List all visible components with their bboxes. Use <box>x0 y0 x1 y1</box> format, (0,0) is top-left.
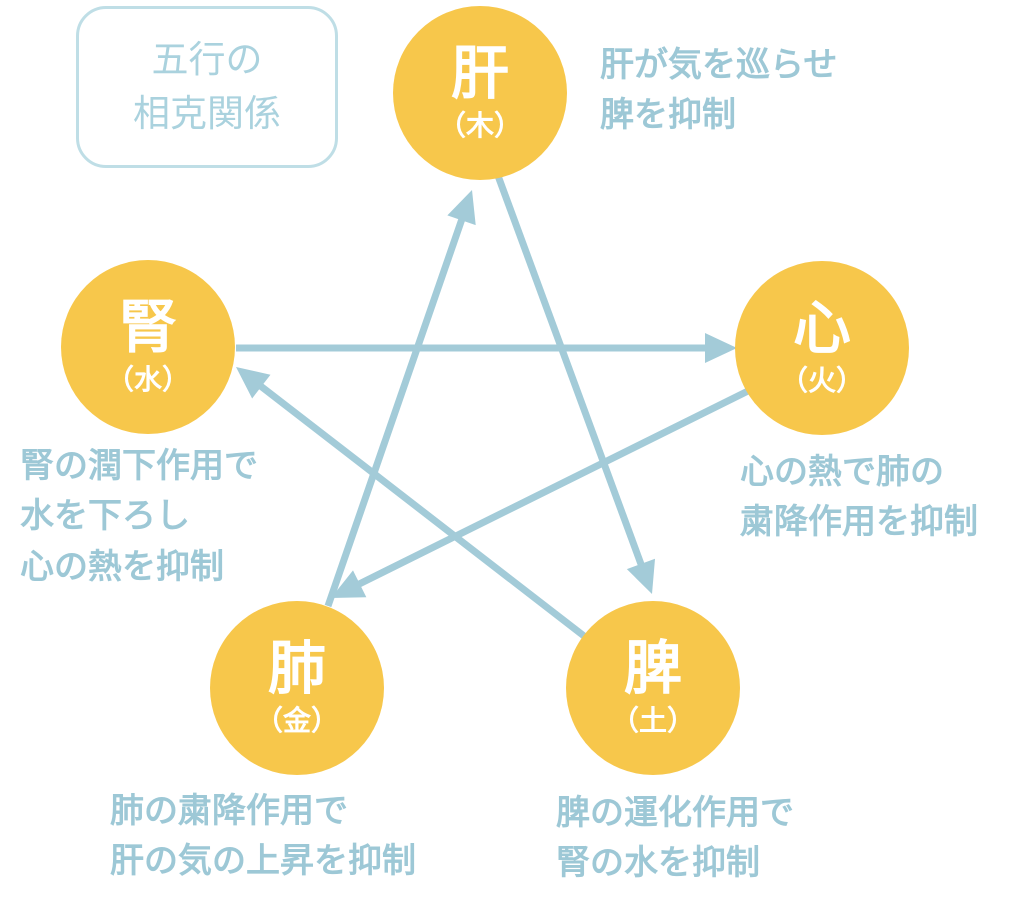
annotation-line: 心の熱で肺の <box>740 453 944 491</box>
annotation-lung-restrains-liver: 肺の粛降作用で 肝の気の上昇を抑制 <box>110 786 416 887</box>
annotation-line: 粛降作用を抑制 <box>740 503 978 542</box>
arrowhead-icon-liver-to-spleen <box>626 558 656 594</box>
arrowhead-icon-kidney-to-heart <box>705 333 737 363</box>
element-label-water: （水） <box>105 363 190 395</box>
annotation-line: 水を下ろし <box>20 497 190 536</box>
annotation-line: 肺の粛降作用で <box>110 792 348 830</box>
annotation-heart-restrains-lung: 心の熱で肺の 粛降作用を抑制 <box>740 447 978 548</box>
element-label-wood: （木） <box>437 109 522 141</box>
node-lung-metal: 肺 （金） <box>210 601 384 775</box>
annotation-liver-restrains-spleen: 肝が気を巡らせ 脾を抑制 <box>600 40 837 141</box>
diagram-title-line-2: 相克関係 <box>133 93 281 134</box>
organ-label-spleen: 脾 <box>623 635 682 701</box>
diagram-title-line-1: 五行の <box>151 39 263 81</box>
node-heart-fire: 心 （火） <box>735 261 909 435</box>
node-kidney-water: 腎 （水） <box>61 260 235 434</box>
annotation-line: 脾を抑制 <box>600 96 736 135</box>
element-label-metal: （金） <box>254 704 339 736</box>
annotation-line: 脾の運化作用で <box>556 794 794 832</box>
element-label-fire: （火） <box>779 364 864 396</box>
annotation-line: 心の熱を抑制 <box>20 547 224 586</box>
annotation-line: 肝が気を巡らせ <box>600 46 838 84</box>
organ-label-liver: 肝 <box>450 40 509 106</box>
arrow-line-heart-to-lung <box>355 386 752 589</box>
annotation-kidney-restrains-heart: 腎の潤下作用で 水を下ろし 心の熱を抑制 <box>20 441 258 592</box>
organ-label-kidney: 腎 <box>118 294 177 360</box>
annotation-line: 腎の水を抑制 <box>556 844 760 883</box>
organ-label-heart: 心 <box>792 295 851 361</box>
diagram-title-box: 五行の 相克関係 <box>76 6 338 168</box>
node-spleen-earth: 脾 （土） <box>566 601 740 775</box>
arrow-line-liver-to-spleen <box>493 171 646 568</box>
arrowhead-icon-lung-to-liver <box>447 190 476 226</box>
arrowhead-icon-heart-to-lung <box>331 570 367 598</box>
arrow-line-lung-to-liver <box>324 216 466 608</box>
organ-label-lung: 肺 <box>267 635 326 701</box>
arrowhead-icon-spleen-to-kidney <box>236 367 271 399</box>
arrow-line-spleen-to-kidney <box>256 381 587 639</box>
annotation-spleen-restrains-kidney: 脾の運化作用で 腎の水を抑制 <box>556 788 794 889</box>
node-liver-wood: 肝 （木） <box>393 6 567 180</box>
annotation-line: 肝の気の上昇を抑制 <box>110 842 416 881</box>
annotation-line: 腎の潤下作用で <box>20 447 258 485</box>
element-label-earth: （土） <box>610 704 695 736</box>
